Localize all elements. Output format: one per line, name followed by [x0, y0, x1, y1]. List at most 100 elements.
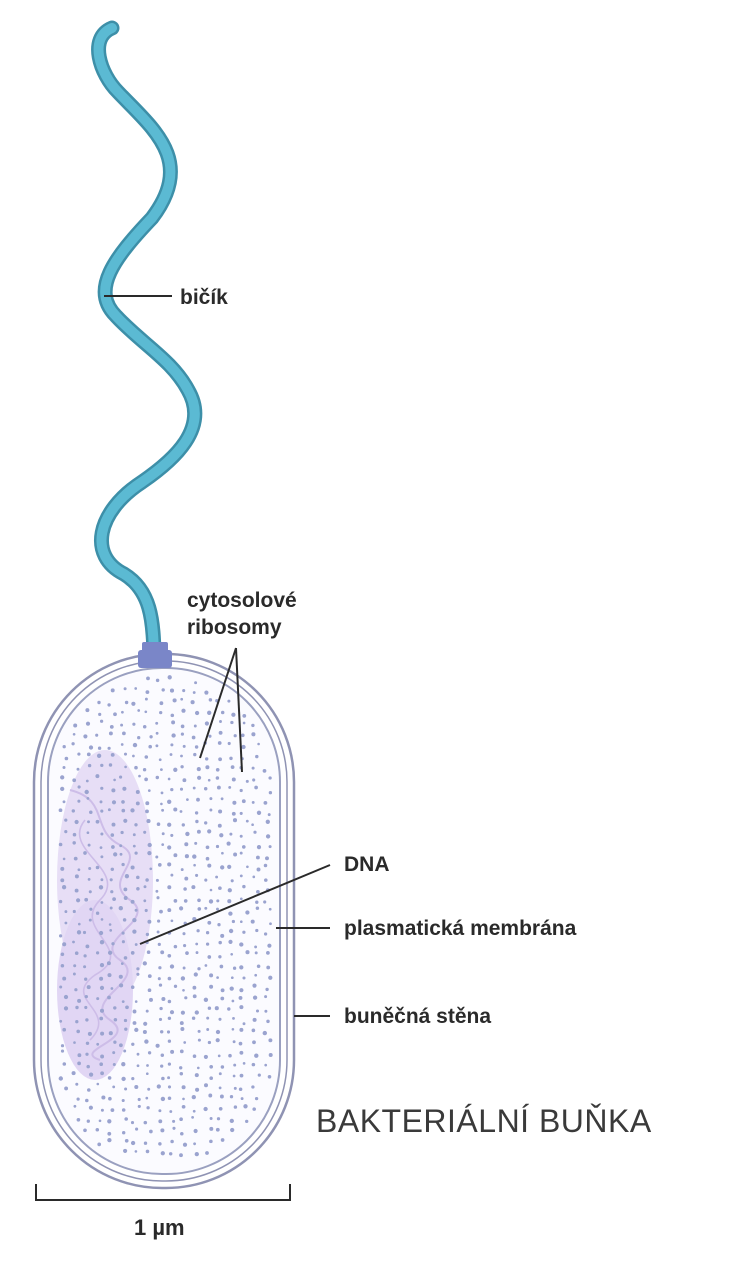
ribosome-dot [231, 713, 235, 717]
ribosome-dot [108, 951, 112, 955]
ribosome-dot [72, 1071, 76, 1075]
ribosome-dot [64, 995, 68, 999]
ribosome-dot [218, 941, 221, 944]
ribosome-dot [194, 972, 198, 976]
ribosome-dot [111, 833, 115, 837]
ribosome-dot [208, 1094, 212, 1098]
ribosome-dot [143, 899, 146, 902]
ribosome-dot [96, 820, 100, 824]
ribosome-dot [160, 768, 163, 771]
ribosome-dot [64, 1086, 68, 1090]
ribosome-dot [193, 753, 196, 756]
ribosome-dot [144, 778, 148, 782]
ribosome-dot [145, 801, 149, 805]
ribosome-dot [100, 846, 103, 849]
ribosome-dot [96, 866, 100, 870]
ribosome-dot [204, 907, 207, 910]
ribosome-dot [131, 702, 135, 706]
ribosome-dot [73, 1105, 76, 1108]
ribosome-dot [239, 1088, 243, 1092]
ribosome-dot [167, 908, 171, 912]
ribosome-dot [137, 709, 140, 712]
ribosome-dot [269, 908, 272, 911]
ribosome-dot [121, 1062, 125, 1066]
ribosome-dot [168, 675, 172, 679]
ribosome-dot [75, 1020, 78, 1023]
flagellum [99, 28, 195, 662]
ribosome-dot [251, 732, 255, 736]
ribosome-dot [119, 906, 123, 910]
ribosome-dot [111, 868, 114, 871]
ribosome-dot [100, 855, 103, 858]
ribosome-dot [111, 845, 115, 849]
ribosome-dot [146, 819, 150, 823]
ribosome-dot [205, 721, 209, 725]
ribosome-dot [182, 1105, 186, 1109]
ribosome-dot [227, 899, 231, 903]
ribosome-dot [122, 1131, 125, 1134]
ribosome-dot [99, 885, 103, 889]
ribosome-dot [146, 1010, 149, 1013]
ribosome-dot [147, 851, 151, 855]
label-cell-wall: buněčná stěna [344, 1005, 491, 1028]
ribosome-dot [65, 922, 68, 925]
ribosome-dot [113, 852, 117, 856]
ribosome-dot [160, 1030, 163, 1033]
ribosome-dot [136, 876, 140, 880]
ribosome-dot [195, 711, 199, 715]
ribosome-dot [203, 1107, 207, 1111]
ribosome-dot [228, 1054, 232, 1058]
ribosome-dot [254, 786, 258, 790]
ribosome-dot [85, 1099, 89, 1103]
ribosome-dot [100, 832, 103, 835]
ribosome-dot [180, 1132, 184, 1136]
ribosome-dot [183, 887, 187, 891]
ribosome-dot [75, 874, 79, 878]
ribosome-dot [168, 1000, 172, 1004]
ribosome-dot [242, 931, 245, 934]
ribosome-dot [232, 801, 236, 805]
ribosome-dot [263, 900, 266, 903]
ribosome-dot [124, 687, 127, 690]
ribosome-dot [208, 1006, 211, 1009]
ribosome-dot [264, 1064, 267, 1067]
ribosome-dot [83, 965, 86, 968]
ribosome-dot [63, 800, 66, 803]
ribosome-dot [145, 698, 148, 701]
ribosome-dot [243, 722, 246, 725]
ribosome-dot [239, 965, 243, 969]
ribosome-dot [112, 800, 116, 804]
ribosome-dot [255, 929, 258, 932]
ribosome-dot [124, 1087, 127, 1090]
ribosome-dot [83, 851, 87, 855]
ribosome-dot [134, 1085, 138, 1089]
ribosome-dot [149, 735, 152, 738]
ribosome-dot [146, 690, 150, 694]
ribosome-dot [206, 857, 210, 861]
ribosome-dot [218, 1018, 221, 1021]
ribosome-dot [233, 853, 237, 857]
ribosome-dot [107, 1132, 111, 1136]
ribosome-dot [168, 778, 171, 781]
ribosome-dot [123, 1050, 126, 1053]
ribosome-dot [156, 679, 159, 682]
ribosome-dot [133, 1010, 137, 1014]
ribosome-dot [89, 1106, 93, 1110]
ribosome-dot [217, 786, 221, 790]
ribosome-dot [87, 753, 91, 757]
ribosome-dot [207, 829, 211, 833]
ribosome-dot [231, 976, 234, 979]
ribosome-dot [218, 955, 221, 958]
ribosome-dot [264, 801, 268, 805]
ribosome-dot [62, 885, 66, 889]
ribosome-dot [111, 987, 114, 990]
ribosome-dot [227, 1007, 230, 1010]
ribosome-dot [76, 1030, 80, 1034]
ribosome-dot [253, 995, 257, 999]
ribosome-dot [130, 808, 134, 812]
ribosome-dot [59, 900, 62, 903]
ribosome-dot [254, 974, 257, 977]
ribosome-dot [161, 1097, 165, 1101]
ribosome-dot [216, 845, 219, 848]
